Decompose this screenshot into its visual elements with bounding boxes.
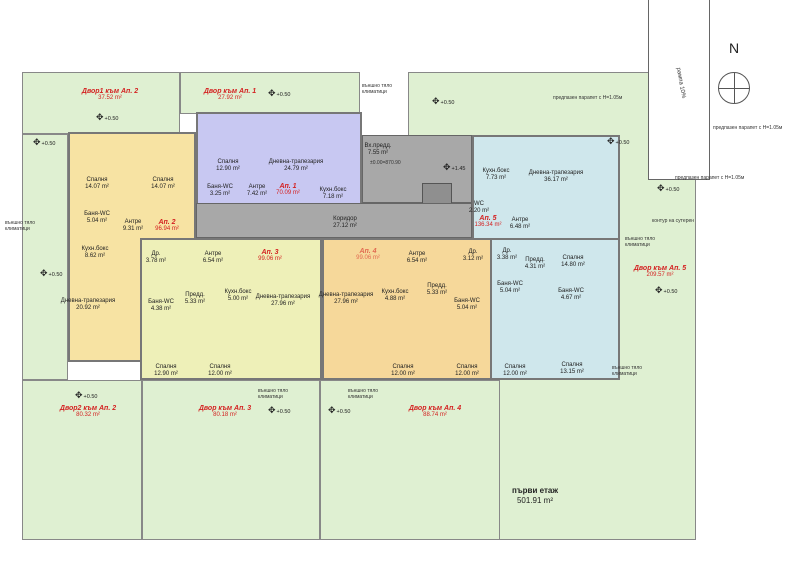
level-marker: +0.50 [657,183,680,194]
ac-note: външно тяло климатици [612,365,643,377]
level-marker: +0.50 [40,268,63,279]
ac-note: външно тяло климатици [625,236,656,248]
level-marker: +0.50 [655,285,678,296]
ac-note: външно тяло климатици [362,83,393,95]
apartment-5-wing [492,238,620,380]
level-marker: +0.50 [75,390,98,401]
ac-note: външно тяло климатици [5,220,36,232]
apartment-1 [196,112,362,210]
yard-ap4 [320,380,500,540]
ac-note: външно тяло климатици [348,388,379,400]
level-marker: +0.50 [33,137,56,148]
north-arrow-icon [718,72,750,104]
level-marker: +0.50 [268,405,291,416]
parapet-note: предпазен парапет с H=1.05м [553,95,623,101]
room-label: Предд.5.33 m² [184,292,206,305]
parapet-note: предпазен парапет с H=1.05м [675,175,745,181]
room-label: Др.3.38 m² [496,248,518,261]
yard-left-strip [22,134,68,380]
apartment-3 [140,238,322,380]
north-label: N [728,40,740,56]
entrance-level: ±0.00=870.90 [370,160,401,166]
apartment-4 [322,238,492,380]
basement-note: контур на сутерен [652,218,695,224]
corridor [196,203,472,238]
ac-note: външно тяло климатици [258,388,289,400]
room-label: Др.3.12 m² [462,249,484,262]
level-marker: +0.50 [328,405,351,416]
level-marker: +0.50 [96,112,119,123]
room-label: Др.3.78 m² [145,251,167,264]
room-label: Предд.4.31 m² [524,257,546,270]
room-label: Предд.5.33 m² [426,283,448,296]
yard-ap3 [142,380,320,540]
stair-level-marker: +1.45 [443,162,466,173]
level-marker: +0.50 [607,136,630,147]
yard-bottom-left [22,380,142,540]
ramp [648,0,710,180]
room-label: Вх.предд.7.55 m² [364,143,392,156]
parapet-note: предпазен парапет с H=1.05м [713,125,783,131]
level-marker: +0.50 [268,88,291,99]
yard-ap2-1 [22,72,180,134]
level-marker: +0.50 [432,96,455,107]
